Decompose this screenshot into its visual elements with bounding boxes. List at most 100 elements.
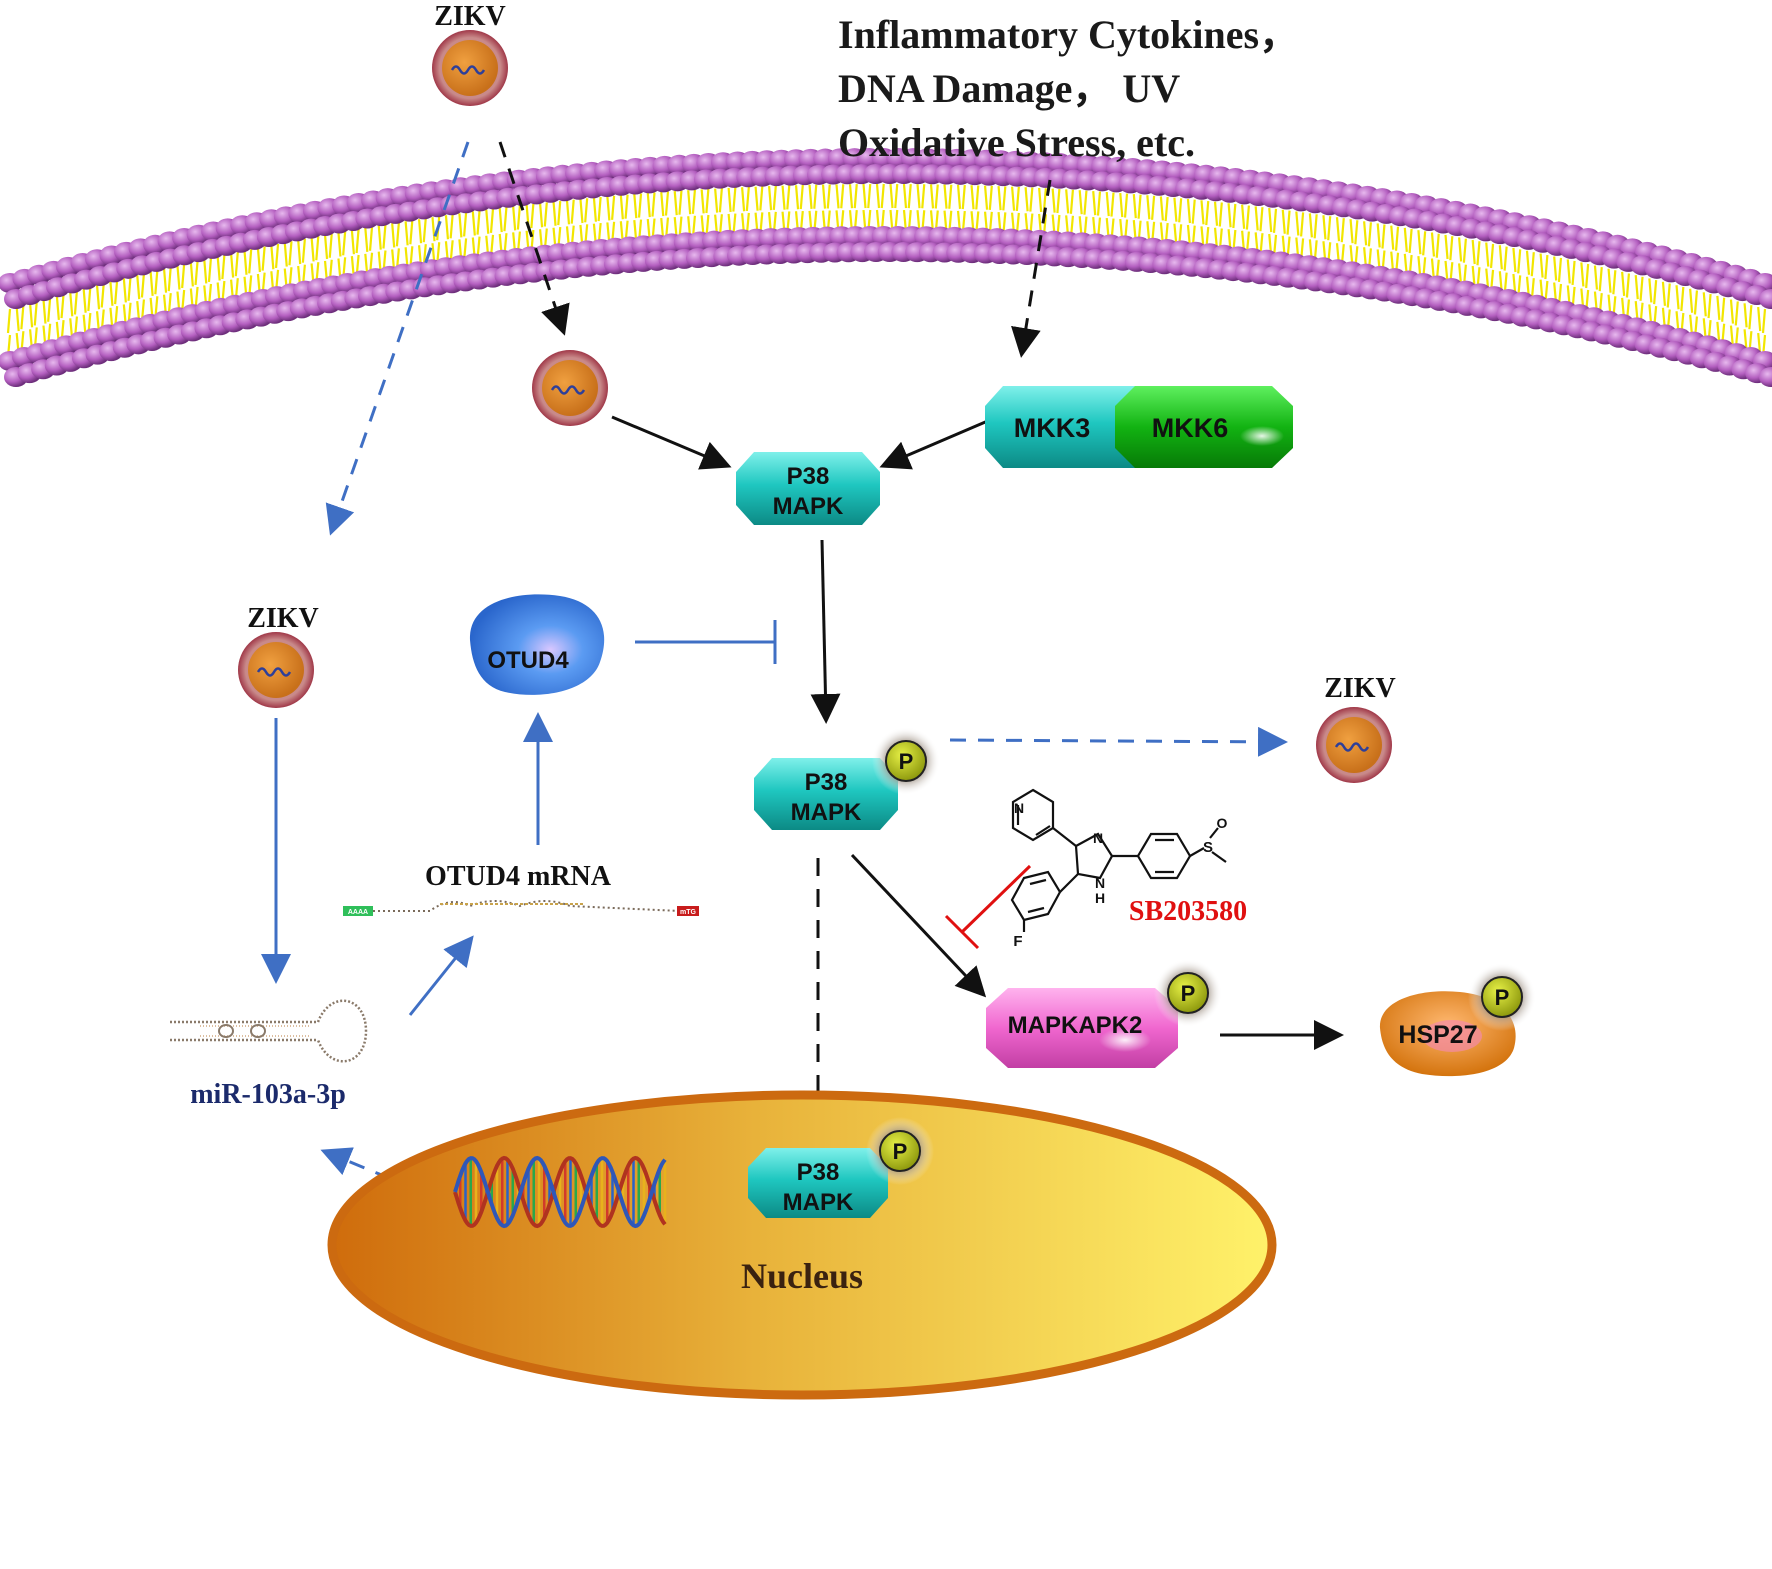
lipid-tail — [297, 239, 302, 265]
virus-top: ZIKV — [432, 1, 508, 106]
mirna-bulge — [250, 1024, 266, 1038]
lipid-tail — [835, 184, 840, 209]
lipid-tail — [1734, 301, 1739, 326]
lipid-tail — [301, 238, 306, 263]
lipid-tail — [256, 247, 262, 273]
lipid-tail — [95, 285, 101, 310]
sb203580-label: SB203580 — [1129, 896, 1247, 927]
lipid-tail — [1566, 259, 1571, 284]
lipid-tail — [961, 184, 966, 210]
inhibit-bar-red — [944, 914, 980, 950]
lipid-tail — [1557, 257, 1563, 283]
lipid-tail — [181, 263, 186, 289]
lipid-tail — [1525, 250, 1531, 275]
lipid-tail — [194, 260, 199, 286]
lipid-tail — [934, 184, 939, 209]
lipid-tail — [1689, 288, 1694, 313]
fluorophenyl-ring — [1010, 870, 1062, 922]
lipid-tail — [584, 198, 589, 223]
lipid-tail — [1489, 243, 1495, 269]
lipid-tail — [678, 190, 683, 215]
p38-label-line1: P38 — [797, 1159, 840, 1186]
lipid-tail — [1458, 237, 1463, 262]
lipid-tail — [1164, 196, 1169, 222]
lipid-tail — [1363, 221, 1368, 246]
lipid-tail — [42, 299, 47, 324]
lipid-tail — [1268, 207, 1273, 233]
lipid-tail — [781, 185, 786, 210]
lipid-tail — [15, 306, 20, 332]
lipid-tail — [1417, 230, 1422, 255]
lipid-tail — [1485, 242, 1490, 267]
virus-left: ZIKV — [238, 603, 319, 708]
lipid-tail — [1571, 260, 1576, 286]
lipid-tail — [673, 191, 678, 216]
lipid-tail — [1092, 191, 1097, 216]
lipid-tail — [624, 194, 629, 219]
lipid-tail — [538, 203, 544, 228]
arrow-mirna-to-mrna — [408, 935, 474, 1016]
lipid-tail — [377, 225, 382, 250]
lipid-tail — [203, 259, 208, 284]
lipid-tail — [417, 219, 423, 244]
lipid-tail — [651, 192, 656, 217]
otud4-protein: OTUD4 — [469, 594, 605, 695]
mrna-left-tag: AAAA — [348, 909, 368, 916]
mirna-bulge — [218, 1024, 234, 1038]
lipid-tail — [1308, 213, 1313, 238]
lipid-tail — [6, 308, 12, 334]
lipid-tail — [47, 297, 52, 322]
lipid-tail — [189, 262, 194, 287]
lipid-tail — [498, 207, 503, 233]
stimuli-text: Inflammatory Cytokines， DNA Damage， UV O… — [838, 12, 1299, 165]
lipid-tail — [87, 286, 92, 312]
arrow-stimuli-to-mkk — [1011, 179, 1052, 358]
lipid-tail — [727, 187, 732, 213]
p38-mapk-inactive: P38 MAPK — [736, 452, 880, 525]
lipid-tail — [221, 254, 226, 280]
lipid-tail — [1607, 268, 1612, 293]
lipid-tail — [1213, 201, 1219, 226]
lipid-tail — [368, 226, 374, 251]
otud4-mrna-label: OTUD4 mRNA — [425, 861, 612, 892]
lipid-tail — [1096, 191, 1102, 216]
lipid-tail — [234, 252, 239, 277]
lipid-tail — [853, 184, 858, 209]
stimuli-line-3: Oxidative Stress, etc. — [838, 120, 1195, 165]
lipid-tail — [700, 189, 705, 214]
lipid-tail — [364, 227, 369, 252]
lipid-tail — [1083, 190, 1088, 215]
mkk6-shape — [1115, 386, 1293, 468]
lipid-tail — [579, 198, 584, 224]
lipid-tail — [1205, 200, 1210, 226]
lipid-tail — [1151, 195, 1156, 220]
lipid-tail — [552, 201, 557, 226]
lipid-tail — [404, 221, 409, 246]
lipid-tail — [391, 223, 396, 248]
lipid-tail — [1069, 189, 1075, 214]
viral-rna-icon — [256, 667, 292, 677]
lipid-tail — [691, 189, 697, 214]
bond — [1029, 878, 1047, 886]
lipid-tail — [1748, 305, 1753, 330]
lipid-tail — [1259, 207, 1264, 232]
lipid-tail — [664, 191, 670, 216]
lipid-tail — [786, 185, 791, 210]
lipid-tail — [382, 224, 387, 249]
lipid-tail — [243, 250, 248, 275]
lipid-tail — [489, 208, 495, 233]
inhibit-sb203580 — [960, 864, 1032, 934]
lipid-tail — [1010, 186, 1016, 211]
lipid-tail — [772, 185, 777, 210]
lipid-tail — [122, 278, 127, 303]
lipid-tail — [1227, 203, 1232, 228]
phospho-label: P — [899, 749, 914, 774]
lipid-tail — [1517, 249, 1522, 274]
lipid-tail — [1476, 241, 1481, 266]
lipid-tail — [660, 191, 665, 217]
stimuli-line-2: DNA Damage， UV — [838, 66, 1180, 111]
lipid-tail — [1716, 295, 1721, 320]
lipid-tail — [1729, 299, 1735, 324]
lipid-tail — [1123, 193, 1129, 218]
atom-n-pyridine: N — [1014, 800, 1024, 816]
